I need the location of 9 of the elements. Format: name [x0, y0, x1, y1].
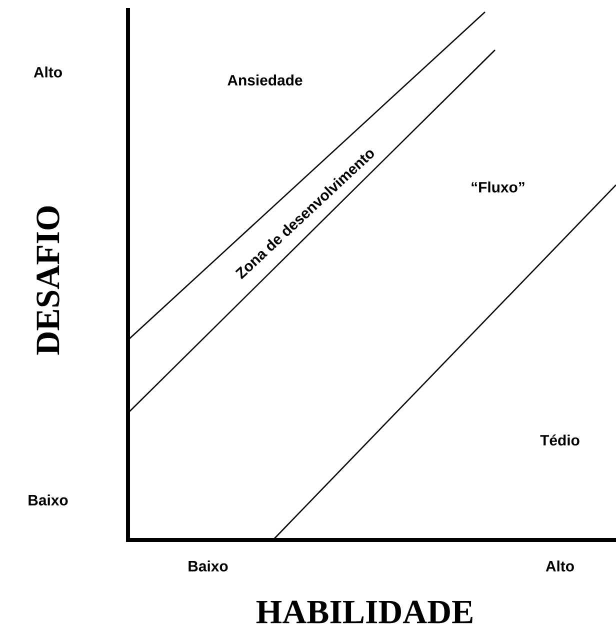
zone-label: “Fluxo” — [472, 182, 524, 192]
axis-level-label: Baixo — [28, 494, 68, 506]
zone-label: Ansiedade — [228, 74, 302, 86]
axis-level-label: Alto — [546, 560, 574, 572]
axis-title: HABILIDADE — [256, 600, 472, 624]
zone-label: Tédio — [540, 434, 580, 446]
axis-level-label: Baixo — [188, 560, 228, 572]
axis-title: DESAFIO — [36, 206, 60, 355]
axis-level-label: Alto — [34, 66, 62, 78]
